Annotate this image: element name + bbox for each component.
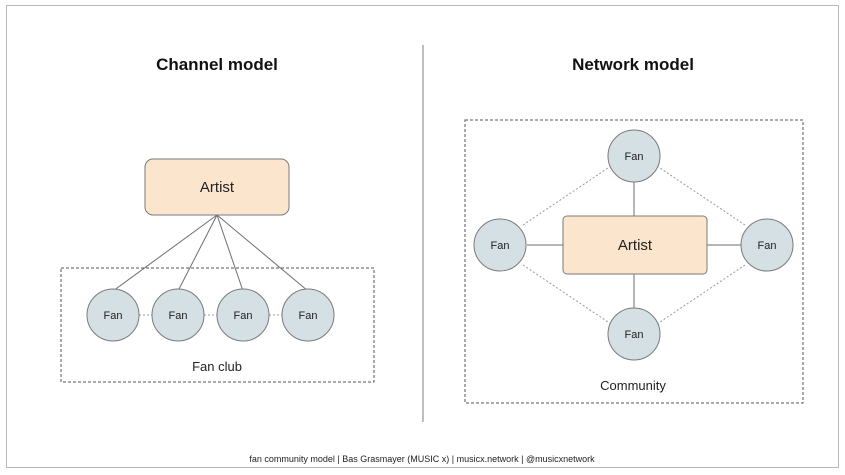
community-link [656,165,746,226]
community-links [522,165,746,325]
community-link [656,264,746,325]
channel-connector [216,214,244,292]
network-fan-node-right [740,218,794,272]
network-artist-label: Artist [618,237,653,254]
network-fan-node-left [473,218,527,272]
network-fan-label-left: Fan [491,240,510,252]
channel-model-title: Channel model [156,55,278,74]
community-label: Community [600,378,666,393]
network-fan-node-top [607,129,661,183]
channel-fan-label: Fan [104,310,123,322]
channel-connectors [112,214,309,292]
channel-connector [216,214,309,292]
channel-fan-label: Fan [169,310,188,322]
channel-connector [112,214,218,292]
channel-fan-node [281,288,335,342]
channel-model: Channel model Artist Fan Fan Fan Fan Fan… [60,55,375,383]
fan-club-group [60,267,375,383]
fan-club-label: Fan club [192,359,242,374]
footer-credit: fan community model | Bas Grasmayer (MUS… [249,454,595,464]
network-connectors [527,182,741,308]
community-link [522,165,612,226]
network-fan-label-bottom: Fan [625,329,644,341]
network-artist-node [562,215,708,275]
channel-connector [177,214,218,292]
network-fan-node-bottom [607,307,661,361]
network-model-title: Network model [572,55,694,74]
channel-fan-node [86,288,140,342]
channel-fan-label: Fan [299,310,318,322]
network-fan-label-top: Fan [625,151,644,163]
community-link [522,264,612,325]
channel-artist-label: Artist [200,179,235,196]
community-group [464,119,804,404]
network-fan-label-right: Fan [758,240,777,252]
channel-fan-node [151,288,205,342]
channel-artist-node [144,158,290,216]
channel-fan-label: Fan [234,310,253,322]
network-model: Network model Artist Fan Fan Fan Fan [464,55,804,404]
channel-fan-node [216,288,270,342]
